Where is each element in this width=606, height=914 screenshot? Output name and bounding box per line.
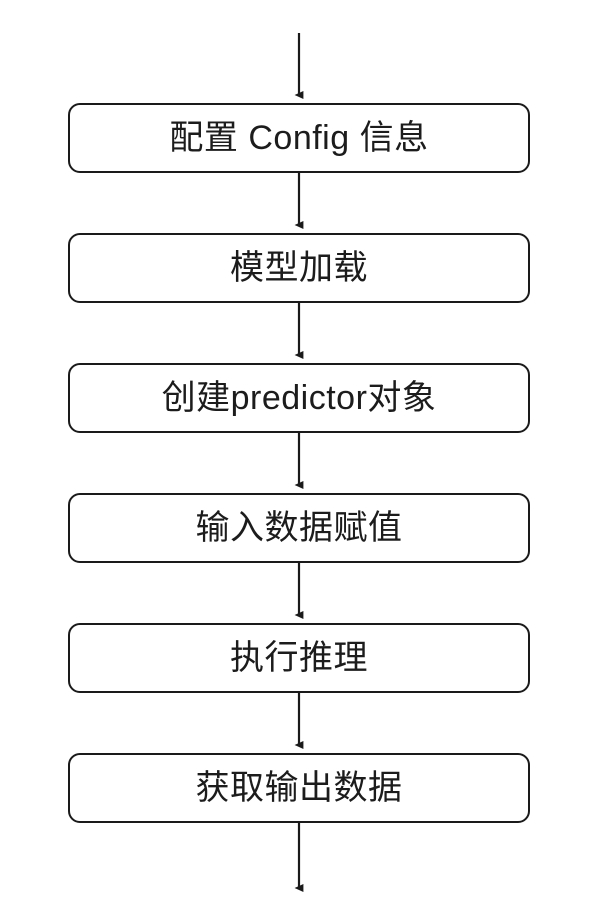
flow-node-run-inference-label: 执行推理 xyxy=(230,639,368,677)
flow-node-run-inference: 执行推理 xyxy=(68,623,530,693)
flow-node-get-output: 获取输出数据 xyxy=(68,753,530,823)
flow-node-model-load: 模型加载 xyxy=(68,233,530,303)
flow-node-config: 配置 Config 信息 xyxy=(68,103,530,173)
flow-node-config-label: 配置 Config 信息 xyxy=(169,119,429,157)
flow-node-create-predictor-label: 创建predictor对象 xyxy=(161,379,437,417)
flow-node-input-assign: 输入数据赋值 xyxy=(68,493,530,563)
flow-node-input-assign-label: 输入数据赋值 xyxy=(195,509,403,547)
flow-node-create-predictor: 创建predictor对象 xyxy=(68,363,530,433)
flow-node-model-load-label: 模型加载 xyxy=(230,249,368,287)
flow-node-get-output-label: 获取输出数据 xyxy=(195,769,403,807)
